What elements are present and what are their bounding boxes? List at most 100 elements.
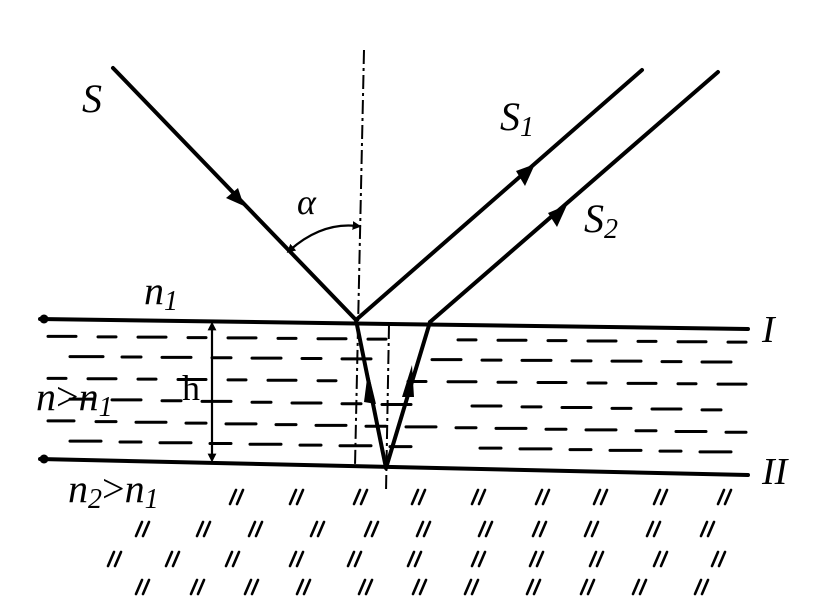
refracted-ray-down-arrow — [364, 371, 376, 404]
substrate-mark — [195, 520, 205, 538]
substrate-mark — [224, 550, 234, 568]
substrate-mark — [243, 578, 253, 596]
substrate-mark — [113, 550, 123, 568]
surface-I-end-dot — [39, 314, 49, 324]
label-surface-I: I — [761, 309, 777, 351]
label-thickness-h: h — [182, 368, 200, 408]
substrate-mark — [418, 578, 428, 596]
substrate-mark — [659, 488, 669, 506]
substrate-mark — [250, 578, 260, 596]
surface-II-end-dot — [39, 454, 49, 464]
reflected-ray-S2-arrow — [548, 205, 567, 227]
substrate-mark — [532, 578, 542, 596]
substrate-mark — [288, 550, 298, 568]
substrate-mark — [531, 520, 541, 538]
substrate-mark — [579, 578, 589, 596]
substrate-mark — [106, 550, 116, 568]
substrate-mark — [141, 578, 151, 596]
substrate-mark — [693, 578, 703, 596]
substrate-mark — [538, 520, 548, 538]
substrate-mark — [295, 550, 305, 568]
substrate-mark — [484, 520, 494, 538]
substrate-mark — [477, 488, 487, 506]
substrate-mark — [422, 520, 432, 538]
substrate-mark — [352, 488, 362, 506]
label-surface-II: II — [761, 451, 790, 493]
label-substrate-index: n2>n1 — [68, 466, 159, 515]
substrate-mark — [228, 488, 238, 506]
substrate-mark — [346, 550, 356, 568]
substrate-mark — [411, 578, 421, 596]
substrate-mark — [171, 550, 181, 568]
incident-ray-arrow — [226, 188, 244, 206]
substrate-mark — [652, 550, 662, 568]
surface-II-line — [38, 457, 750, 477]
substrate-mark — [302, 578, 312, 596]
substrate-mark — [254, 520, 264, 538]
reflected-ray-S2 — [428, 70, 720, 324]
substrate-mark — [599, 488, 609, 506]
substrate-mark — [535, 550, 545, 568]
substrate-mark — [364, 578, 374, 596]
substrate-mark — [247, 520, 257, 538]
substrate-mark — [417, 488, 427, 506]
substrate-mark — [196, 578, 206, 596]
normal-line-2 — [385, 324, 390, 493]
substrate-mark — [590, 520, 600, 538]
substrate-hatching — [106, 488, 733, 596]
substrate-mark — [189, 578, 199, 596]
substrate-mark — [588, 550, 598, 568]
substrate-mark — [541, 488, 551, 506]
substrate-mark — [235, 488, 245, 506]
substrate-mark — [295, 488, 305, 506]
substrate-mark — [202, 520, 212, 538]
substrate-mark — [370, 520, 380, 538]
label-S1: S1 — [500, 94, 534, 143]
substrate-mark — [583, 520, 593, 538]
substrate-mark — [699, 520, 709, 538]
label-alpha: α — [297, 182, 317, 222]
substrate-mark — [357, 578, 367, 596]
substrate-mark — [706, 520, 716, 538]
substrate-mark — [586, 578, 596, 596]
substrate-mark — [477, 550, 487, 568]
substrate-mark — [710, 550, 720, 568]
substrate-mark — [134, 520, 144, 538]
label-source-S: S — [82, 76, 102, 121]
substrate-mark — [288, 488, 298, 506]
substrate-mark — [231, 550, 241, 568]
substrate-mark — [463, 578, 473, 596]
substrate-mark — [477, 520, 487, 538]
substrate-mark — [659, 550, 669, 568]
substrate-mark — [638, 578, 648, 596]
substrate-mark — [592, 488, 602, 506]
label-n1: n1 — [144, 268, 178, 317]
normal-line — [354, 49, 365, 467]
substrate-mark — [353, 550, 363, 568]
reflected-ray-S1 — [354, 68, 644, 322]
substrate-mark — [534, 488, 544, 506]
substrate-mark — [295, 578, 305, 596]
angle-arc — [286, 221, 362, 253]
substrate-mark — [141, 520, 151, 538]
reflected-ray-up-arrow — [402, 365, 414, 397]
substrate-mark — [652, 520, 662, 538]
surface-I-line — [38, 317, 750, 331]
substrate-mark — [415, 520, 425, 538]
substrate-mark — [359, 488, 369, 506]
substrate-mark — [134, 578, 144, 596]
reflected-ray-S1-arrow — [516, 164, 535, 186]
substrate-mark — [316, 520, 326, 538]
substrate-mark — [164, 550, 174, 568]
substrate-mark — [700, 578, 710, 596]
substrate-mark — [528, 550, 538, 568]
substrate-mark — [525, 578, 535, 596]
substrate-mark — [717, 550, 727, 568]
substrate-mark — [631, 578, 641, 596]
substrate-mark — [470, 550, 480, 568]
substrate-mark — [645, 520, 655, 538]
substrate-mark — [716, 488, 726, 506]
substrate-mark — [723, 488, 733, 506]
